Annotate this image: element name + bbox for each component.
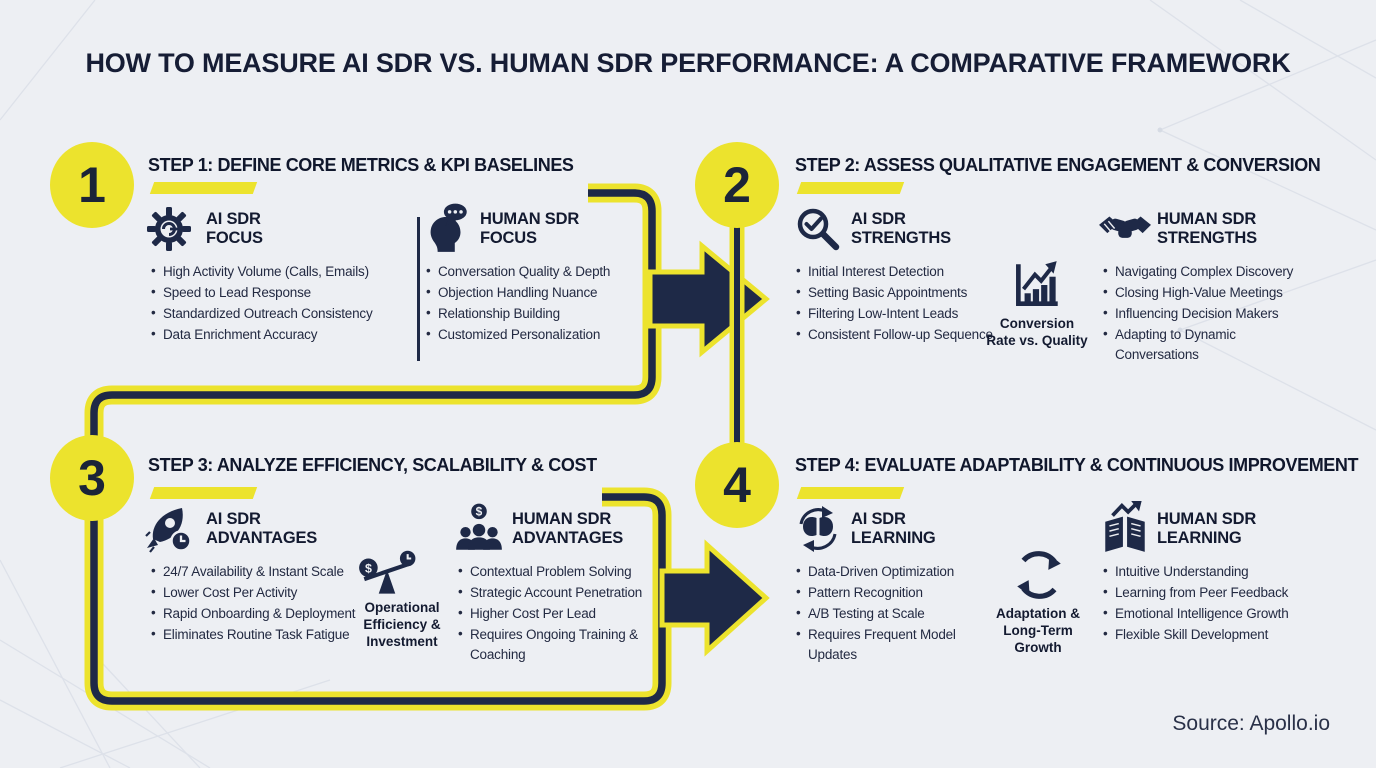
bullet-item: Contextual Problem Solving bbox=[457, 561, 657, 582]
bullet-item: Intuitive Understanding bbox=[1102, 561, 1327, 582]
step-4-left-heading: AI SDR LEARNING bbox=[851, 510, 936, 548]
bullet-item: Adapting to Dynamic Conversations bbox=[1102, 324, 1314, 365]
rocket-clock-icon bbox=[145, 508, 192, 553]
bullet-item: Relationship Building bbox=[425, 303, 660, 324]
step-3-right-heading: HUMAN SDR ADVANTAGES bbox=[512, 510, 624, 548]
flow-arrow-step3-to-step4 bbox=[659, 539, 770, 657]
step-1-underline bbox=[149, 182, 258, 194]
step-3-number: 3 bbox=[78, 450, 106, 506]
step-1-right-list: Conversation Quality & DepthObjection Ha… bbox=[425, 261, 660, 346]
flow-arrow-step1-to-step2 bbox=[647, 240, 770, 358]
bullet-item: Emotional Intelligence Growth bbox=[1102, 603, 1327, 624]
bullet-item: Requires Ongoing Training & Coaching bbox=[457, 624, 657, 665]
step-1-left-list: High Activity Volume (Calls, Emails)Spee… bbox=[150, 261, 405, 346]
bullet-item: Setting Basic Appointments bbox=[795, 282, 993, 303]
bullet-item: Filtering Low-Intent Leads bbox=[795, 303, 993, 324]
step-3-left-heading: AI SDR ADVANTAGES bbox=[206, 510, 318, 548]
bullet-item: Rapid Onboarding & Deployment bbox=[150, 603, 365, 624]
svg-text:$: $ bbox=[476, 505, 483, 519]
bullet-item: Closing High-Value Meetings bbox=[1102, 282, 1314, 303]
step-2-left-heading: AI SDR STRENGTHS bbox=[851, 210, 951, 248]
step-2-underline bbox=[796, 182, 905, 194]
step-4-badge: 4 bbox=[695, 442, 779, 528]
step-1-title: STEP 1: DEFINE CORE METRICS & KPI BASELI… bbox=[148, 155, 574, 175]
step-1-number: 1 bbox=[78, 157, 106, 213]
bullet-item: Standardized Outreach Consistency bbox=[150, 303, 405, 324]
step-4-left-list: Data-Driven OptimizationPattern Recognit… bbox=[795, 561, 985, 666]
step-4-right-list: Intuitive UnderstandingLearning from Pee… bbox=[1102, 561, 1327, 646]
bullet-item: Objection Handling Nuance bbox=[425, 282, 660, 303]
step-3-title: STEP 3: ANALYZE EFFICIENCY, SCALABILITY … bbox=[148, 455, 597, 475]
step-3-center-caption: Operational Efficiency & Investment bbox=[363, 600, 441, 649]
bullet-item: Consistent Follow-up Sequence bbox=[795, 324, 993, 345]
magnifier-check-icon bbox=[797, 208, 840, 251]
svg-text:$: $ bbox=[365, 561, 372, 575]
step-4-title: STEP 4: EVALUATE ADAPTABILITY & CONTINUO… bbox=[795, 455, 1359, 475]
bullet-item: Lower Cost Per Activity bbox=[150, 582, 365, 603]
step-1-badge: 1 bbox=[50, 142, 134, 228]
step-2-right-list: Navigating Complex DiscoveryClosing High… bbox=[1102, 261, 1314, 366]
ai-gear-icon bbox=[147, 207, 191, 251]
bullet-item: Navigating Complex Discovery bbox=[1102, 261, 1314, 282]
handshake-icon bbox=[1099, 216, 1151, 238]
bullet-item: Higher Cost Per Lead bbox=[457, 603, 657, 624]
team-dollar-icon: $ bbox=[456, 503, 502, 550]
book-growth-icon bbox=[1105, 501, 1145, 552]
bullet-item: Data Enrichment Accuracy bbox=[150, 324, 405, 345]
human-head-chat-icon bbox=[430, 203, 467, 252]
bullet-item: A/B Testing at Scale bbox=[795, 603, 985, 624]
bullet-item: Influencing Decision Makers bbox=[1102, 303, 1314, 324]
step-1-left-heading: AI SDR FOCUS bbox=[206, 210, 263, 248]
conversion-chart-icon bbox=[1016, 261, 1058, 306]
balance-scale-icon: $ bbox=[359, 550, 416, 594]
bullet-item: 24/7 Availability & Instant Scale bbox=[150, 561, 365, 582]
bullet-item: Flexible Skill Development bbox=[1102, 624, 1327, 645]
step-2-center-caption: Conversion Rate vs. Quality bbox=[986, 316, 1088, 348]
bullet-item: Eliminates Routine Task Fatigue bbox=[150, 624, 365, 645]
step-3-badge: 3 bbox=[50, 435, 134, 521]
step-4-right-heading: HUMAN SDR LEARNING bbox=[1157, 510, 1257, 548]
step-3-left-list: 24/7 Availability & Instant ScaleLower C… bbox=[150, 561, 365, 646]
source-attribution: Source: Apollo.io bbox=[1172, 712, 1330, 735]
brain-refresh-icon bbox=[799, 506, 837, 552]
step-4-center-caption: Adaptation & Long-Term Growth bbox=[996, 606, 1080, 655]
step-1-column-divider bbox=[417, 217, 420, 361]
bullet-item: Pattern Recognition bbox=[795, 582, 985, 603]
step-2-badge: 2 bbox=[695, 142, 779, 228]
step-1-right-heading: HUMAN SDR FOCUS bbox=[480, 210, 580, 248]
bullet-item: Requires Frequent Model Updates bbox=[795, 624, 985, 665]
page-title: HOW TO MEASURE AI SDR VS. HUMAN SDR PERF… bbox=[85, 48, 1291, 78]
bullet-item: Initial Interest Detection bbox=[795, 261, 993, 282]
step-2-right-heading: HUMAN SDR STRENGTHS bbox=[1157, 210, 1257, 248]
bullet-item: Data-Driven Optimization bbox=[795, 561, 985, 582]
step-2-left-list: Initial Interest DetectionSetting Basic … bbox=[795, 261, 993, 346]
step-4-number: 4 bbox=[723, 457, 751, 513]
step-3-right-list: Contextual Problem SolvingStrategic Acco… bbox=[457, 561, 657, 666]
bullet-item: Conversation Quality & Depth bbox=[425, 261, 660, 282]
step-2-title: STEP 2: ASSESS QUALITATIVE ENGAGEMENT & … bbox=[795, 155, 1321, 175]
bullet-item: Customized Personalization bbox=[425, 324, 660, 345]
step-2-number: 2 bbox=[723, 157, 751, 213]
bullet-item: Strategic Account Penetration bbox=[457, 582, 657, 603]
step-3-underline bbox=[149, 487, 258, 499]
bullet-item: Speed to Lead Response bbox=[150, 282, 405, 303]
cycle-arrows-icon bbox=[1017, 551, 1061, 599]
step-4-underline bbox=[796, 487, 905, 499]
bullet-item: Learning from Peer Feedback bbox=[1102, 582, 1327, 603]
bullet-item: High Activity Volume (Calls, Emails) bbox=[150, 261, 405, 282]
